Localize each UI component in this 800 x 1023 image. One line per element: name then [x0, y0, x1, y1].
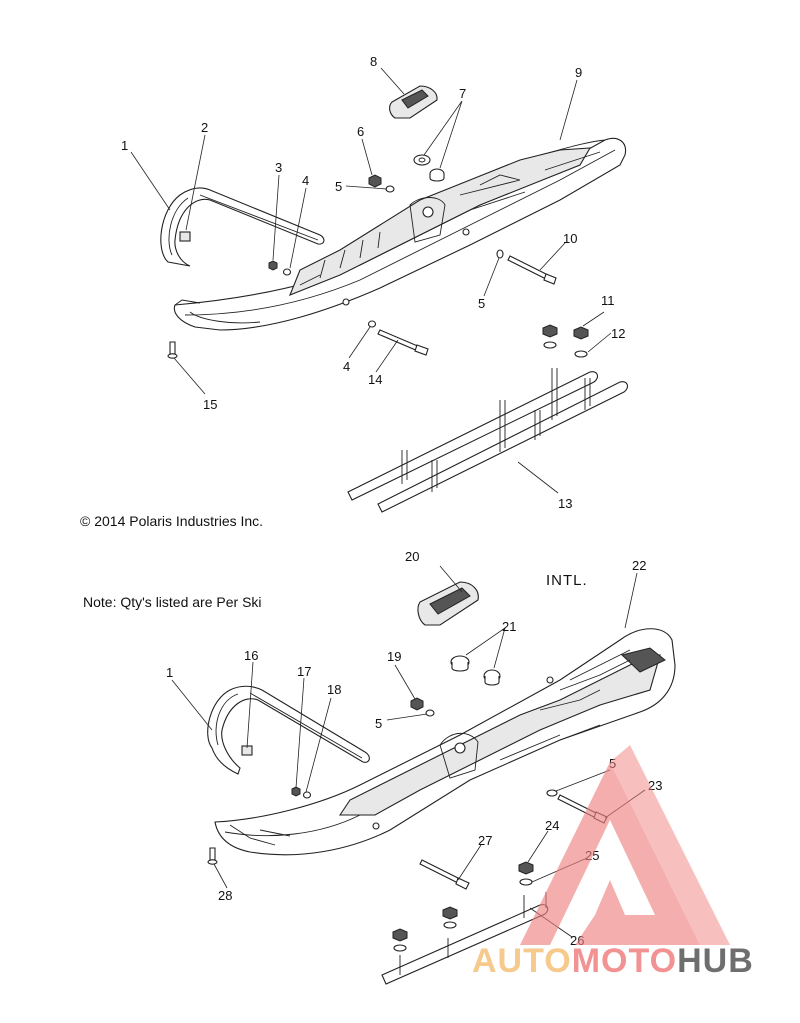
spacers-21	[450, 655, 501, 686]
watermark-triangle-icon	[520, 762, 700, 945]
ski-body-top	[173, 137, 627, 331]
nuts-11-12	[542, 324, 589, 358]
bolt-15	[167, 341, 178, 359]
callout-22: 22	[632, 558, 646, 573]
bolt-14	[377, 329, 429, 356]
qty-note: Note: Qty's listed are Per Ski	[83, 594, 262, 610]
callout-13: 13	[558, 496, 572, 511]
bolt-27	[419, 859, 470, 890]
copyright-text: © 2014 Polaris Industries Inc.	[80, 513, 263, 529]
bolt-28	[207, 847, 218, 865]
watermark-auto: AUTOMOTOHUB	[472, 942, 754, 980]
callout-20: 20	[405, 549, 419, 564]
callout-11: 11	[601, 293, 615, 308]
callout-6: 6	[357, 124, 364, 139]
leader-lines-top	[130, 67, 612, 494]
callout-9: 9	[575, 65, 582, 80]
ski-body-bottom	[214, 628, 676, 856]
callout-1-b: 1	[166, 665, 173, 680]
callout-14: 14	[368, 372, 382, 387]
callout-18: 18	[327, 682, 341, 697]
callouts-bottom: 1 16 17 18 19 20 21 22 5 5 23 24 25 27 2…	[166, 549, 662, 948]
top-ski-assembly: 1 2 3 4 5 6 7 8 9 10 5 11 12 4 14 15 13	[121, 54, 629, 513]
callout-7: 7	[459, 86, 466, 101]
callout-12: 12	[611, 326, 625, 341]
loop-handle-top	[160, 187, 325, 267]
callout-16: 16	[244, 648, 258, 663]
callouts-top: 1 2 3 4 5 6 7 8 9 10 5 11 12 4 14 15 13	[121, 54, 625, 511]
callout-4: 4	[302, 173, 309, 188]
callout-28: 28	[218, 888, 232, 903]
intl-label: INTL.	[546, 572, 588, 589]
callout-8: 8	[370, 54, 377, 69]
callout-1: 1	[121, 138, 128, 153]
spacers-7	[413, 154, 445, 182]
bolt-10	[507, 255, 557, 285]
callout-3: 3	[275, 160, 282, 175]
bumper-8	[389, 85, 438, 119]
hardware-top	[268, 174, 504, 328]
hardware-bottom	[291, 697, 558, 799]
callout-5b: 5	[478, 296, 485, 311]
callout-10: 10	[563, 231, 577, 246]
nuts-24-25	[392, 861, 534, 952]
callout-27: 27	[478, 833, 492, 848]
callout-2: 2	[201, 120, 208, 135]
callout-4b: 4	[343, 359, 350, 374]
loop-handle-bottom	[207, 685, 370, 775]
callout-21: 21	[502, 619, 516, 634]
bumper-20	[417, 581, 479, 626]
callout-19: 19	[387, 649, 401, 664]
callout-15: 15	[203, 397, 217, 412]
watermark-logo: AUTOMOTOHUB	[472, 745, 754, 980]
callout-5: 5	[335, 179, 342, 194]
callout-5-b: 5	[375, 716, 382, 731]
wear-bar-13	[347, 368, 629, 513]
callout-17: 17	[297, 664, 311, 679]
callout-24: 24	[545, 818, 559, 833]
